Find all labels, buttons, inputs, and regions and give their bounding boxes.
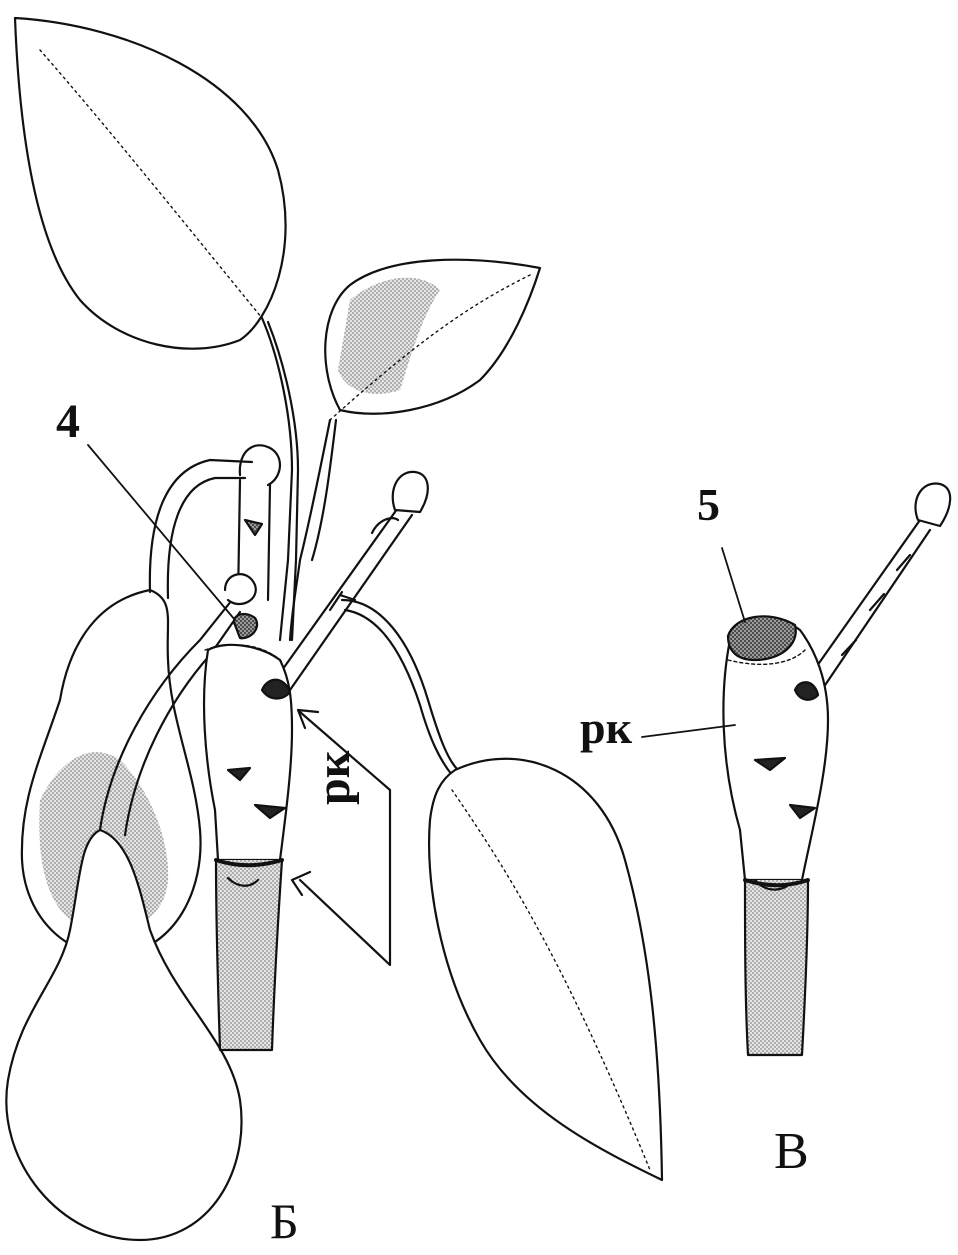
bud-b (393, 472, 428, 512)
label-4: 4 (56, 398, 80, 446)
leader-4 (88, 445, 235, 620)
stem-base-b (216, 860, 282, 1050)
bourse-b (204, 645, 292, 860)
panel-label-b: Б (270, 1196, 299, 1246)
leader-rk-v (642, 725, 735, 737)
leader-5 (722, 548, 745, 622)
stem-base-v (745, 880, 808, 1055)
label-5: 5 (697, 482, 720, 528)
label-rk-panel-b: рк (310, 751, 358, 805)
fruit-lower-knob (225, 574, 256, 604)
bud-scar-4 (234, 614, 257, 638)
label-rk-panel-v: рк (580, 705, 632, 751)
knob-branch (240, 445, 280, 485)
right-leaf-petiole (342, 600, 458, 775)
bud-v (915, 483, 950, 526)
stub-scar-small (245, 520, 262, 535)
bourse-v (723, 620, 828, 880)
panel-label-v: В (774, 1126, 809, 1178)
